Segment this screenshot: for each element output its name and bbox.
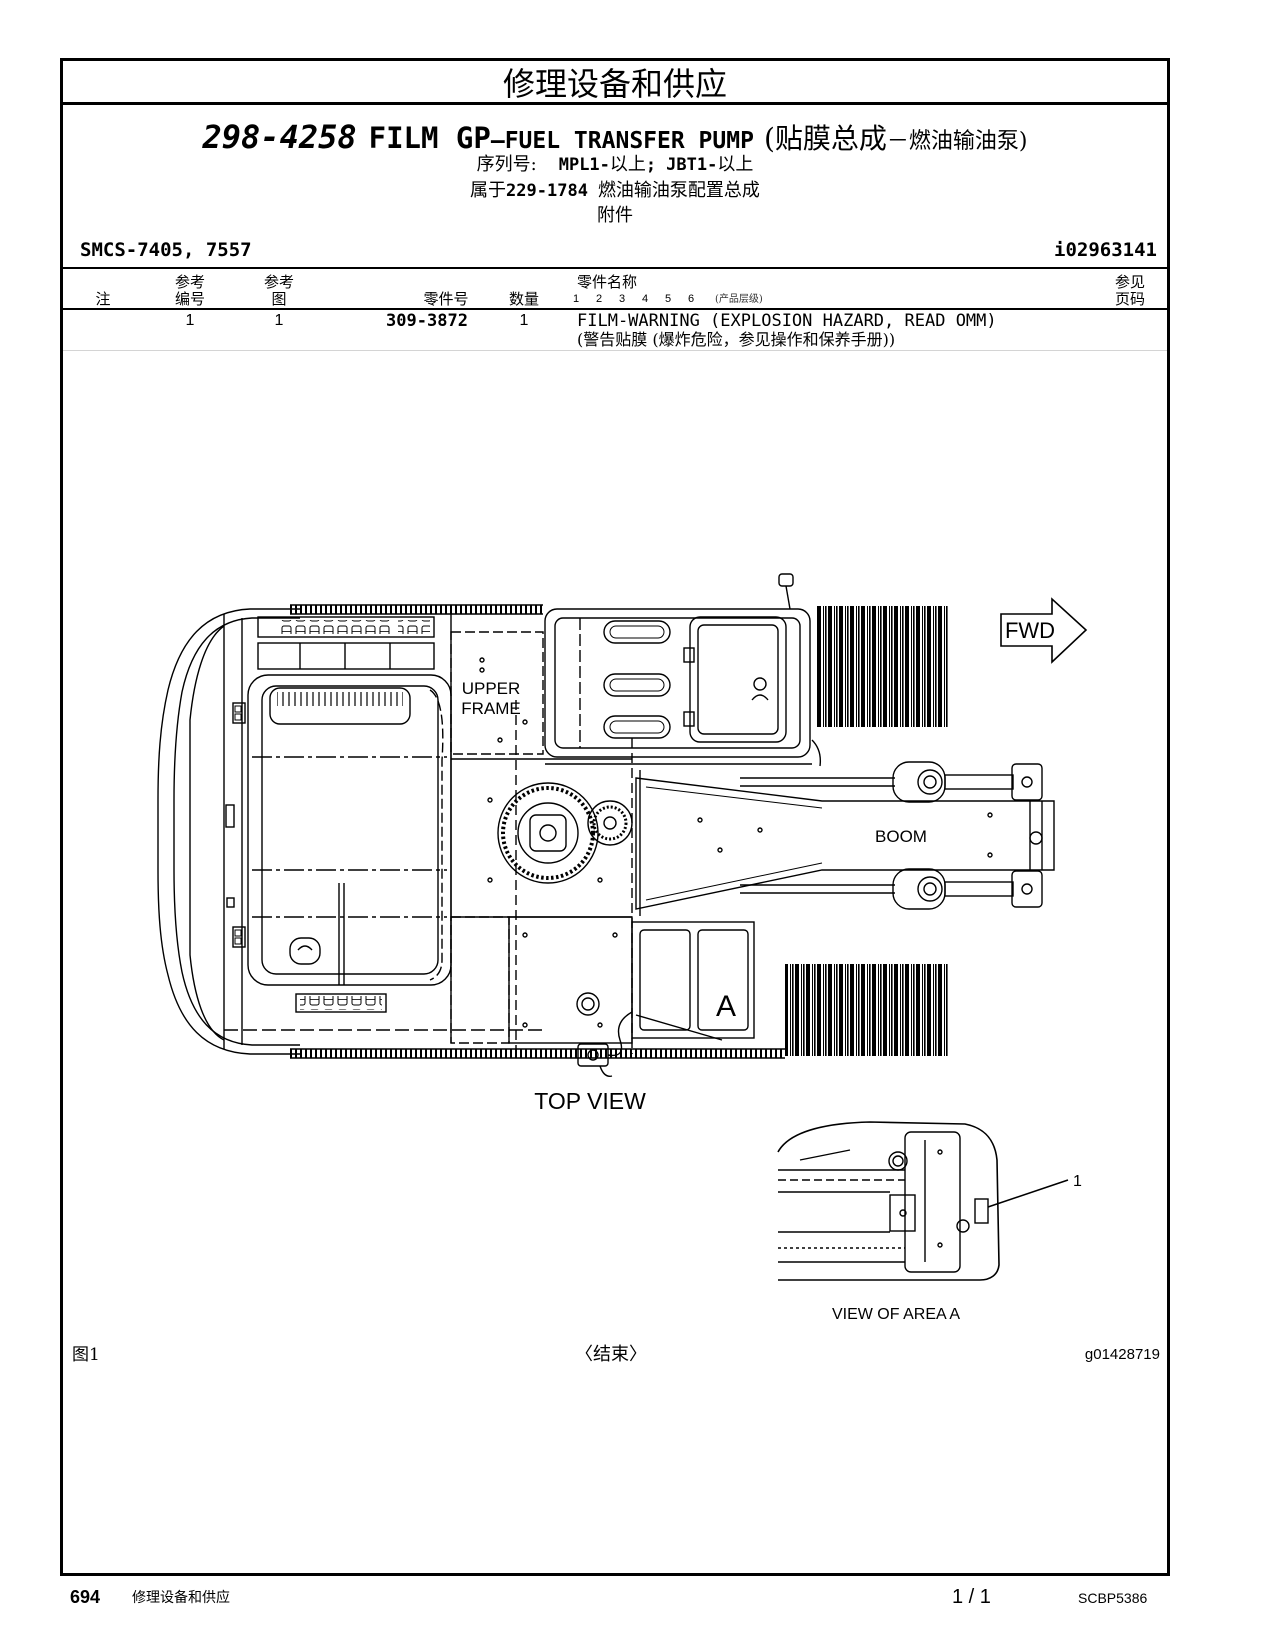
belongs-to-prefix: 属于 [470,180,507,201]
row-part-no: 309-3872 [386,311,468,331]
group-title-line: 298-4258 FILM GP—FUEL TRANSFER PUMP (贴膜总成－… [60,117,1170,157]
group-desc-cn-main: (贴膜总成 [763,122,887,155]
col-header-ref-fig-line2: 图 [271,290,287,308]
track-lower [785,964,949,1056]
edge-band-bottom [290,1048,785,1059]
level-5: 5 [665,293,672,305]
callout-leader [987,1179,1069,1208]
warning-film-location [974,1198,989,1224]
label-upper: UPPER [462,679,521,698]
swing-area [451,700,633,1054]
row-name-cn: (警告贴膜 (爆炸危险，参见操作和保养手册)) [577,330,896,349]
serial-code-2: JBT1- [666,155,718,175]
area-marker-a: A [716,990,736,1023]
belongs-to-part-number: 229-1784 [506,181,588,201]
col-header-ref-no-line2: 编号 [174,290,205,308]
boom-cylinder-upper [740,761,1043,803]
document-id: SCBP5386 [1078,1590,1148,1606]
section-header: 修理设备和供应 [502,65,727,103]
boom: BOOM [635,770,1055,916]
serial-line: 序列号:MPL1-以上;JBT1-以上 [60,154,1170,176]
group-name: FILM GP [368,121,491,155]
counterweight [157,608,300,1055]
lower-compartments: A [450,916,755,1044]
top-view: UPPER FRAME [157,573,1088,1114]
col-header-levels: 1 2 3 4 5 6 (产品层级) [573,292,763,306]
forward-arrow: FWD [1000,597,1088,664]
levels-note: (产品层级) [715,294,763,305]
row-ref-no: 1 [185,312,195,329]
row-name-en: FILM-WARNING (EXPLOSION HAZARD, READ OMM… [577,311,997,331]
serial-code-1: MPL1- [558,155,610,175]
parts-illustration: UPPER FRAME [157,573,1088,1323]
col-header-see-page-line1: 参见 [1114,273,1145,291]
serial-range-1: 以上 [609,154,646,175]
serial-range-2: 以上 [717,154,754,175]
callout-number: 1 [1073,1173,1082,1190]
top-view-caption: TOP VIEW [534,1088,646,1114]
level-3: 3 [619,293,626,305]
row-qty: 1 [519,312,529,329]
level-1: 1 [573,293,580,305]
col-header-note: 注 [95,290,111,308]
belongs-to-description: 燃油输油泵配置总成 [597,180,760,201]
footer-section: 修理设备和供应 [132,1590,230,1606]
engine-compartment [224,616,543,1031]
header-divider [60,102,1170,105]
cab [544,573,822,767]
serial-label: 序列号: [476,154,537,175]
col-header-qty: 数量 [508,290,539,308]
boom-cylinder-lower [740,868,1043,910]
group-desc-cn-rest: －燃油输油泵) [886,129,1028,154]
level-6: 6 [688,293,695,305]
col-header-ref-no-line1: 参考 [174,273,205,291]
belongs-to-line: 属于229-1784 燃油输油泵配置总成 [60,180,1170,202]
table-top-rule [63,267,1167,269]
detail-view-area-a: 1 VIEW OF AREA A [777,1121,1082,1323]
page-frame [60,58,1170,1576]
illustration-id: i02963141 [1054,239,1157,261]
smcs-code: SMCS-7405, 7557 [80,239,252,261]
graphic-id: g01428719 [1084,1346,1160,1363]
label-boom: BOOM [875,827,927,846]
col-header-see-page-line2: 页码 [1114,290,1145,308]
level-4: 4 [642,293,649,305]
figure-label: 图1 [72,1345,100,1365]
table-bottom-rule [63,350,1167,351]
page-number: 694 [70,1587,101,1607]
group-desc-en: —FUEL TRANSFER PUMP [490,128,754,154]
label-frame: FRAME [461,699,521,718]
table-header-rule [63,308,1167,310]
level-2: 2 [596,293,603,305]
serial-separator: ; [645,155,657,175]
category-line: 附件 [597,205,633,226]
detail-view-caption: VIEW OF AREA A [832,1306,960,1323]
group-part-number: 298-4258 [202,118,357,156]
end-mark: 〈结束〉 [575,1344,647,1365]
col-header-ref-fig-line1: 参考 [263,273,294,291]
col-header-part-name: 零件名称 [577,273,638,291]
fwd-label: FWD [1005,618,1055,643]
work-lamp [577,1011,633,1077]
upper-frame-zone: UPPER FRAME [450,614,544,1043]
col-header-part-no: 零件号 [423,290,469,308]
page-of: 1 / 1 [952,1586,991,1608]
track-upper [817,606,949,727]
edge-band-top [290,604,543,615]
row-ref-fig: 1 [274,312,284,329]
